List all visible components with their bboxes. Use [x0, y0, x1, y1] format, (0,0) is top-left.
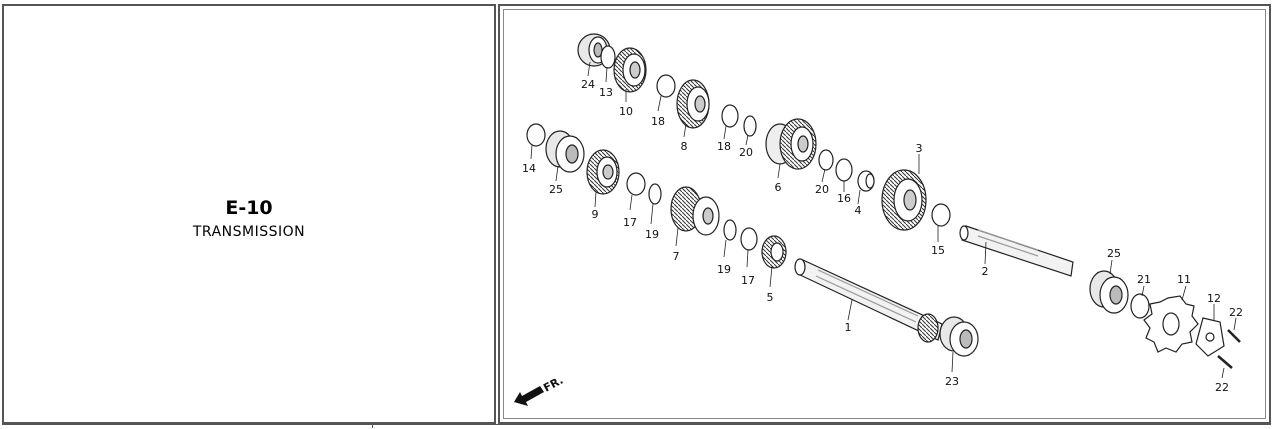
upper-shaft-parts	[577, 33, 1074, 277]
arrow-left-down-icon	[514, 386, 544, 406]
callout-17b: 17	[741, 274, 755, 287]
bearing-25b	[1089, 270, 1129, 314]
callout-17a: 17	[623, 216, 637, 229]
gear-3	[881, 169, 927, 231]
callout-16: 16	[837, 192, 851, 205]
callout-25b: 25	[1107, 247, 1121, 260]
front-label: FR.	[541, 374, 565, 395]
bolt-22a	[1227, 329, 1241, 343]
countershaft-2	[959, 225, 1074, 277]
bearing-23	[939, 316, 979, 357]
circlip-20b	[818, 149, 834, 171]
gear-6	[765, 118, 817, 170]
gear-5	[761, 235, 787, 269]
collar-21	[1130, 293, 1150, 319]
callout-21: 21	[1137, 273, 1151, 286]
callout-2: 2	[982, 265, 989, 278]
mainshaft-1	[794, 258, 943, 343]
callout-1: 1	[845, 321, 852, 334]
callout-19b: 19	[717, 263, 731, 276]
next-row-divider	[372, 424, 373, 428]
callout-5: 5	[767, 291, 774, 304]
callout-18a: 18	[651, 115, 665, 128]
bearing-25a	[545, 130, 585, 173]
callout-23: 23	[945, 375, 959, 388]
callout-14: 14	[522, 162, 536, 175]
callout-11: 11	[1177, 273, 1191, 286]
callout-25a: 25	[549, 183, 563, 196]
next-row-border	[2, 424, 1271, 429]
gear-8	[676, 79, 710, 129]
exploded-parts-diagram: 24 13 10 18 8 18 20 6 20 16 4 3 14 25 9 …	[514, 33, 1243, 406]
callout-22b: 22	[1215, 381, 1229, 394]
gear-9	[586, 149, 620, 195]
callout-10: 10	[619, 105, 633, 118]
circlip-20a	[743, 115, 757, 137]
washer-13	[600, 45, 616, 69]
washer-14	[526, 123, 546, 147]
diagram-code: E-10	[225, 197, 273, 219]
callout-15: 15	[931, 244, 945, 257]
circlip-19b	[723, 219, 737, 241]
callout-13: 13	[599, 86, 613, 99]
gear-7	[670, 186, 720, 236]
callout-4: 4	[855, 204, 862, 217]
callout-22a: 22	[1229, 306, 1243, 319]
callout-7: 7	[673, 250, 680, 263]
callout-labels: 24 13 10 18 8 18 20 6 20 16 4 3 14 25 9 …	[522, 78, 1243, 394]
callout-6: 6	[775, 181, 782, 194]
title-cell: E-10 TRANSMISSION	[2, 4, 496, 424]
leader-lines	[530, 61, 1237, 379]
callout-12: 12	[1207, 292, 1221, 305]
washer-15	[931, 203, 951, 227]
bolt-22b	[1217, 355, 1233, 369]
diagram-inner-border	[503, 9, 1266, 419]
circlip-19a	[648, 183, 662, 205]
callout-8: 8	[681, 140, 688, 153]
sprocket-11	[1143, 295, 1199, 353]
diagram-cell	[498, 4, 1271, 424]
callout-18b: 18	[717, 140, 731, 153]
washer-17a	[626, 172, 646, 196]
front-direction-arrow: FR.	[514, 374, 565, 406]
washer-16	[835, 158, 853, 182]
callout-20b: 20	[815, 183, 829, 196]
washer-18b	[721, 104, 739, 128]
callout-3: 3	[916, 142, 923, 155]
diagram-title: TRANSMISSION	[192, 224, 306, 240]
callout-20a: 20	[739, 146, 753, 159]
callout-24: 24	[581, 78, 595, 91]
callout-9: 9	[592, 208, 599, 221]
bushing-4	[857, 170, 875, 192]
washer-18a	[656, 74, 676, 98]
washer-17b	[740, 227, 758, 251]
gear-10	[613, 47, 647, 93]
callout-19a: 19	[645, 228, 659, 241]
plate-12	[1195, 317, 1225, 357]
lower-shaft-parts	[526, 123, 1241, 369]
